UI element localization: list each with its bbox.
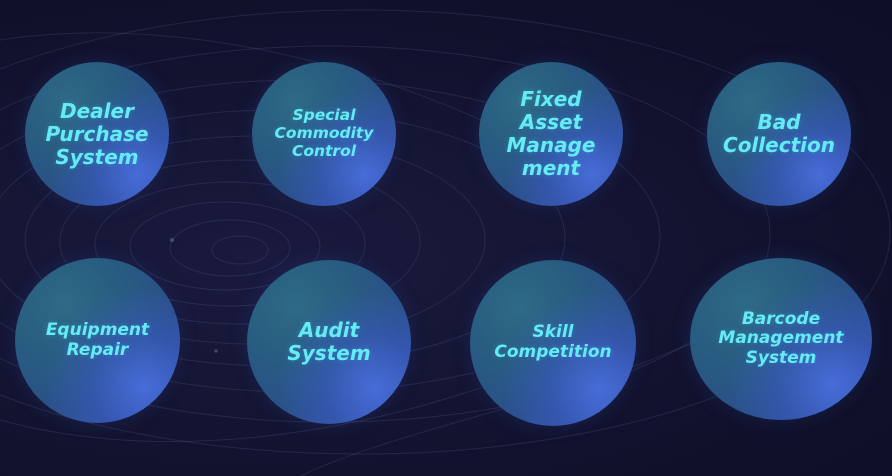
- module-label: Barcode Management System: [718, 308, 844, 368]
- module-dealer-purchase-system[interactable]: Dealer Purchase System: [25, 62, 169, 206]
- module-bad-collection[interactable]: Bad Collection: [707, 62, 851, 206]
- module-skill-competition[interactable]: Skill Competition: [470, 260, 636, 426]
- module-label: Special Commodity Control: [274, 106, 374, 160]
- module-special-commodity-control[interactable]: Special Commodity Control: [252, 62, 396, 206]
- module-barcode-management-system[interactable]: Barcode Management System: [690, 258, 872, 420]
- module-label: Fixed Asset Manage ment: [506, 87, 596, 180]
- module-label: Equipment Repair: [45, 319, 150, 360]
- module-equipment-repair[interactable]: Equipment Repair: [15, 258, 180, 423]
- module-label: Skill Competition: [494, 322, 612, 362]
- module-fixed-asset-management[interactable]: Fixed Asset Manage ment: [479, 62, 623, 206]
- module-label: Audit System: [287, 318, 371, 365]
- module-label: Bad Collection: [723, 110, 835, 157]
- module-label: Dealer Purchase System: [45, 98, 149, 169]
- module-audit-system[interactable]: Audit System: [247, 260, 411, 424]
